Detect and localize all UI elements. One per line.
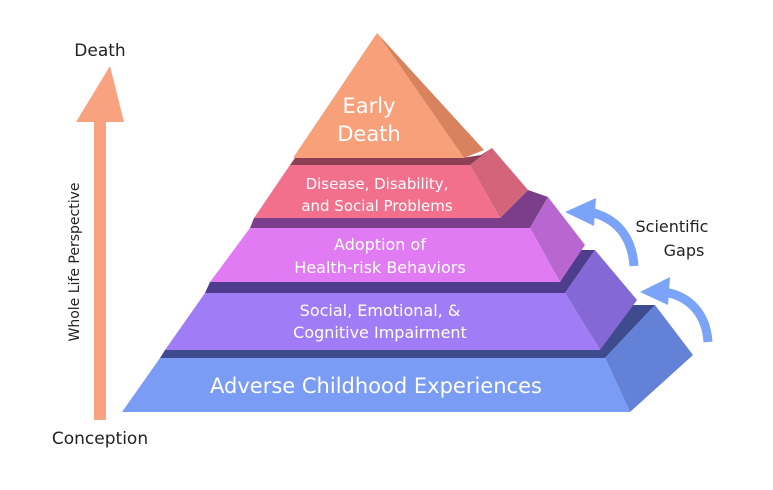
scientific-gaps-line2: Gaps [664,241,705,260]
pyramid-level-impairment: Social, Emotional, & Cognitive Impairmen… [165,250,637,350]
death-label: Death [74,41,125,61]
pyramid-level-behaviors: Adoption of Health-risk Behaviors [210,190,585,282]
level-early-death-line2: Death [337,122,401,146]
level-behaviors-line1: Adoption of [334,235,426,254]
level-behaviors-line2: Health-risk Behaviors [294,258,465,277]
level-disease-line2: and Social Problems [301,197,453,215]
level-ace-text: Adverse Childhood Experiences [210,374,542,398]
pyramid-level-ace: Adverse Childhood Experiences [122,305,693,412]
gap-arrow-upper-icon [565,198,639,267]
gap-arrow-lower-icon [640,277,713,343]
conception-label: Conception [52,429,148,449]
level-impairment-line2: Cognitive Impairment [293,323,467,342]
scientific-gaps-line1: Scientific [636,217,709,236]
life-arrow-icon [76,66,124,420]
pyramid-level-disease: Disease, Disability, and Social Problems [254,148,528,218]
pyramid-level-early-death: Early Death [293,33,484,158]
level-impairment-line1: Social, Emotional, & [300,301,461,320]
level-early-death-line1: Early [342,94,395,118]
whole-life-perspective-label: Whole Life Perspective [67,183,83,342]
level-disease-line1: Disease, Disability, [306,175,449,193]
